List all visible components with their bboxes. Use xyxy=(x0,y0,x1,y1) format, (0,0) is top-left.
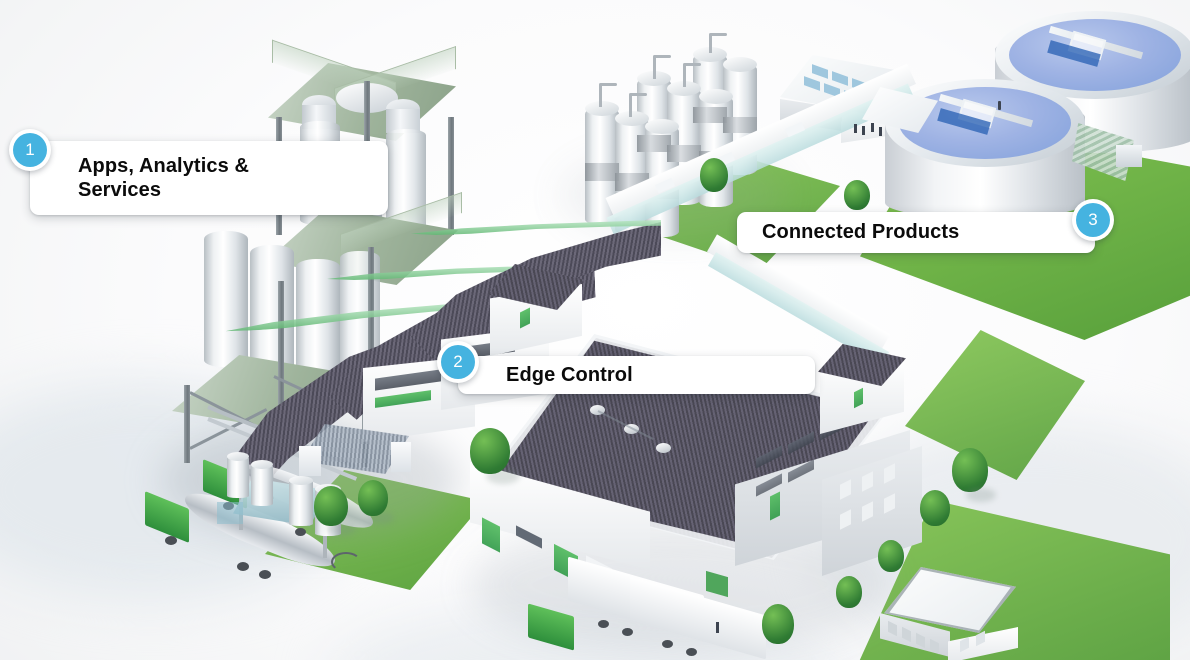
callout-3-box[interactable]: Connected Products xyxy=(737,212,1095,253)
tree xyxy=(836,576,862,608)
glass-skybridge-walkway xyxy=(600,63,960,366)
callout-3-number: 3 xyxy=(1088,210,1098,229)
tree xyxy=(358,480,388,516)
people-figures xyxy=(852,122,892,138)
tree xyxy=(762,604,794,644)
tree xyxy=(920,490,950,526)
callout-1-badge-circle: 1 xyxy=(13,133,47,167)
callout-1-badge[interactable]: 1 xyxy=(9,129,51,171)
callout-1-number: 1 xyxy=(25,140,35,159)
tree xyxy=(844,180,870,210)
callout-2-box[interactable]: Edge Control xyxy=(458,356,815,394)
office-administration-building xyxy=(880,565,1040,660)
loading-dock-trucks xyxy=(510,556,780,660)
tree xyxy=(314,486,348,526)
callout-1-line2: Services xyxy=(78,179,162,201)
callout-3-badge[interactable]: 3 xyxy=(1072,199,1114,241)
tree xyxy=(878,540,904,572)
callout-1-line1: Apps, Analytics & xyxy=(78,154,249,177)
callout-3-badge-circle: 3 xyxy=(1076,203,1110,237)
callout-1-label: Apps, Analytics & Services xyxy=(78,154,249,203)
callout-2-badge[interactable]: 2 xyxy=(437,341,479,383)
tree xyxy=(952,448,988,492)
callout-2-badge-circle: 2 xyxy=(441,345,475,379)
tree xyxy=(470,428,510,474)
callout-2-line1: Edge Control xyxy=(506,363,633,386)
callout-3-label: Connected Products xyxy=(762,220,959,244)
main-warehouse-building xyxy=(470,250,940,583)
callout-3-line1: Connected Products xyxy=(762,221,960,244)
callout-1-box[interactable]: Apps, Analytics & Services xyxy=(30,141,388,215)
tree xyxy=(700,158,728,192)
tree-shadow xyxy=(966,488,996,502)
callout-2-number: 2 xyxy=(453,352,463,371)
callout-2-label: Edge Control xyxy=(506,363,633,387)
